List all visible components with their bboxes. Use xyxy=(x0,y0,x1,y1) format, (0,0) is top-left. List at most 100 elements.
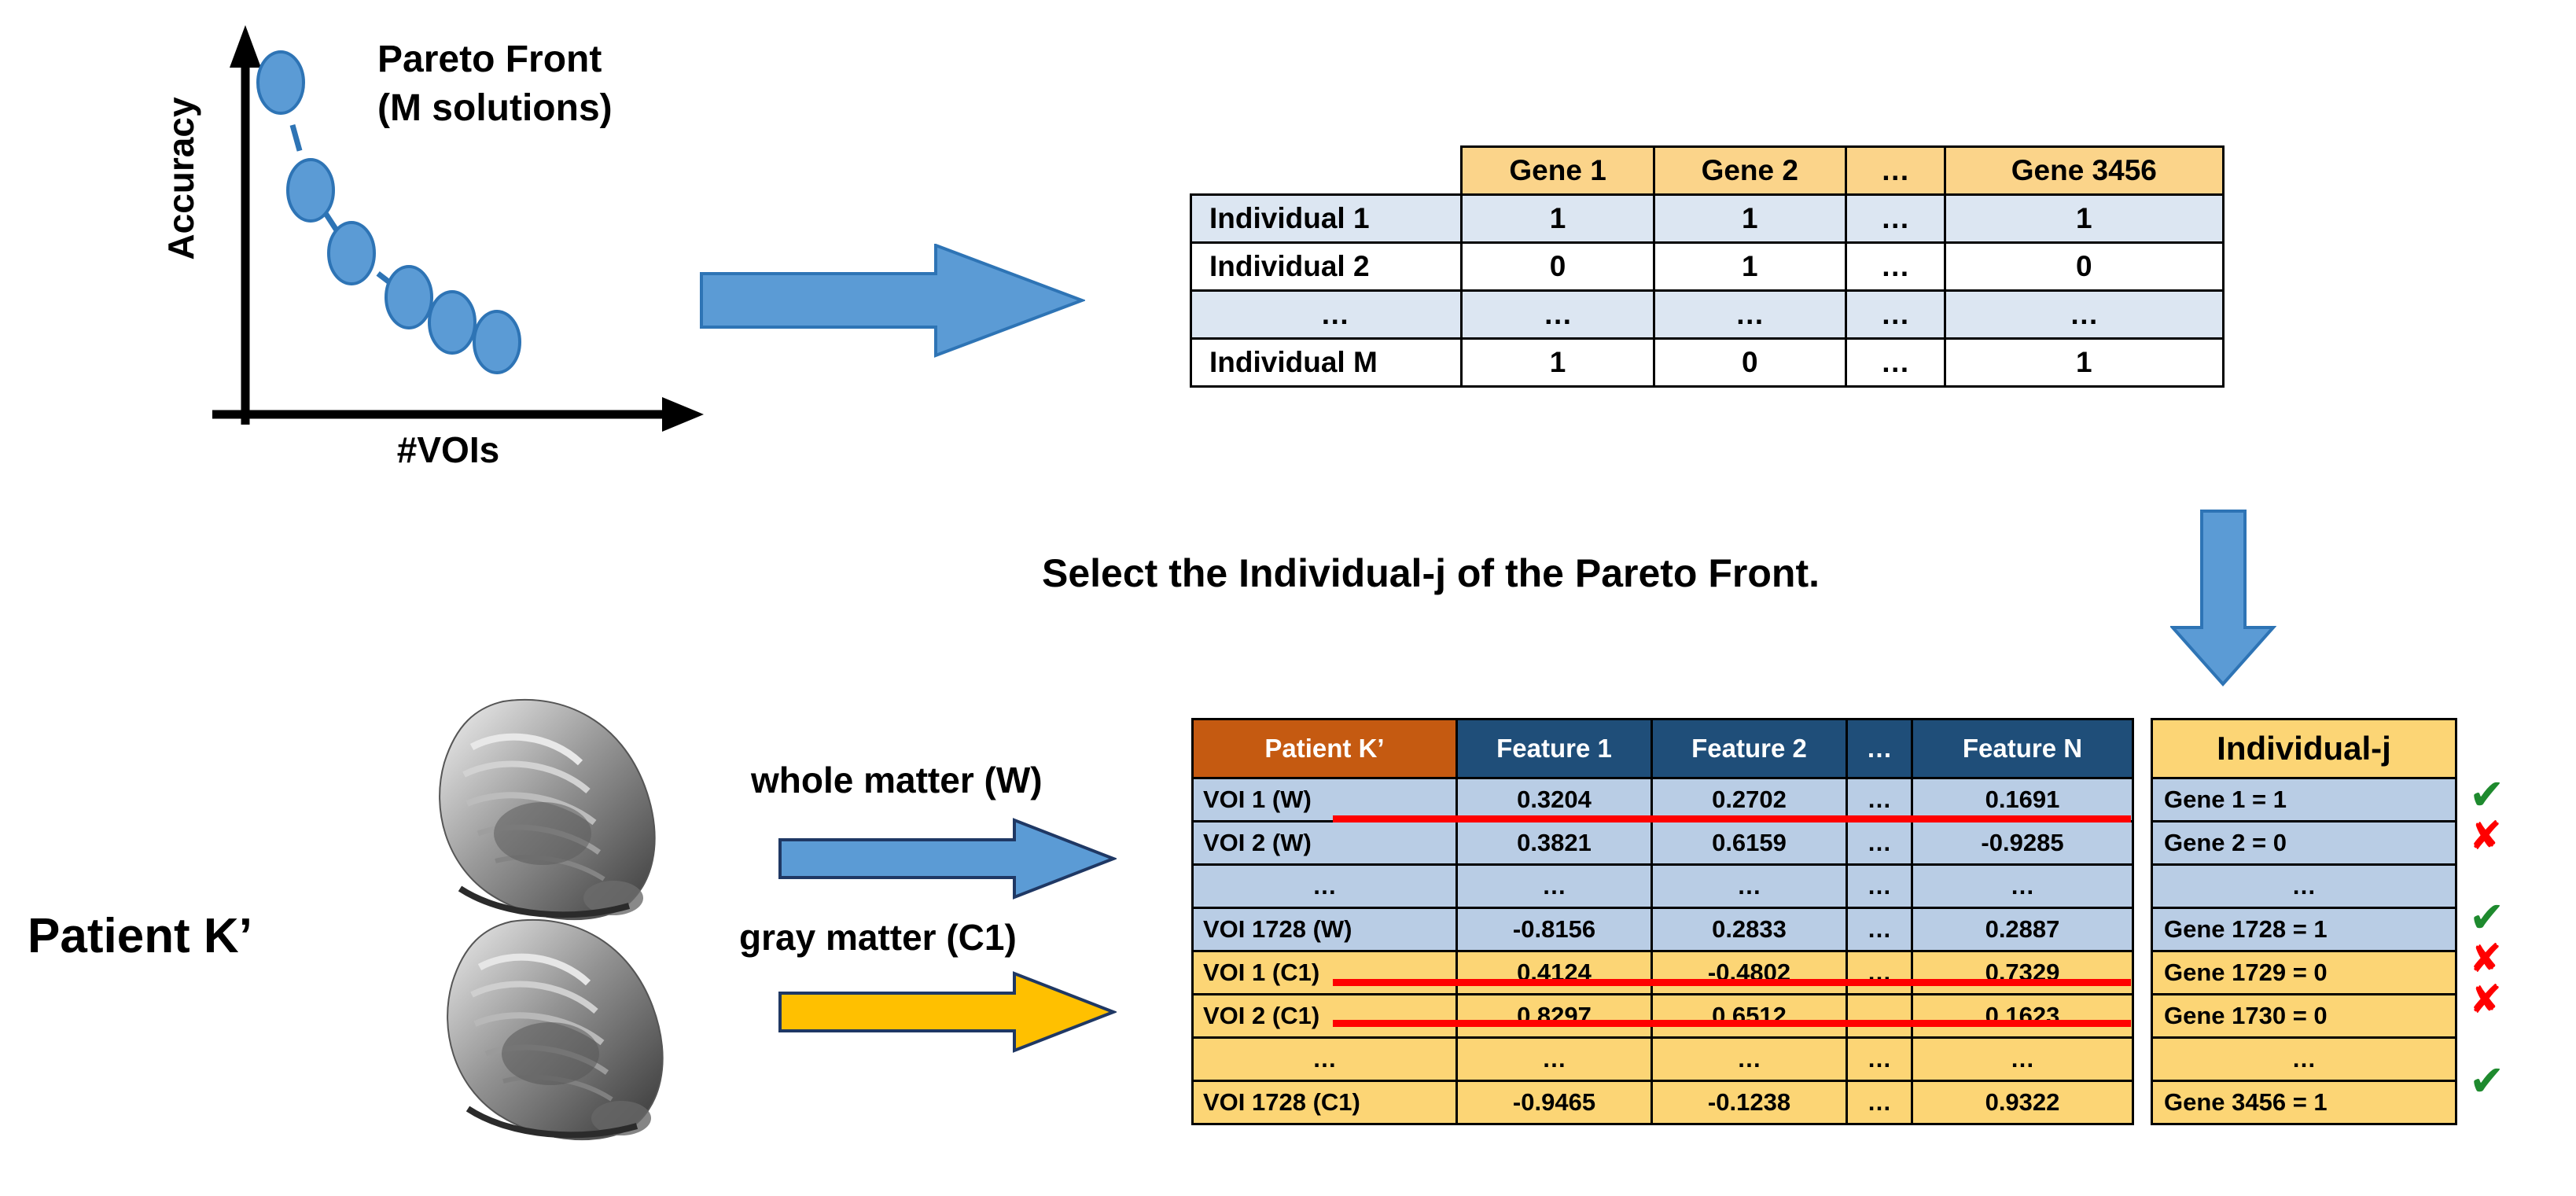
column-header: Individual-j xyxy=(2151,718,2457,779)
row-label: … xyxy=(1191,863,1458,909)
row-label: Individual M xyxy=(1189,337,1463,388)
cell-value: 0.4124 xyxy=(1455,950,1653,995)
table-row: … … … … … xyxy=(1189,289,2225,340)
check-icon: ✔ xyxy=(2469,771,2505,819)
marks-header-spacer xyxy=(2469,718,2571,775)
cell-value: … xyxy=(1911,1036,2134,1082)
cross-icon: ✘ xyxy=(2469,814,2502,858)
x-axis-label: #VOIs xyxy=(396,429,500,470)
table-header-row: Gene 1 Gene 2 … Gene 3456 xyxy=(1190,145,2225,196)
cell-value: -0.9285 xyxy=(1911,820,2134,866)
column-header: Feature 1 xyxy=(1455,718,1653,779)
cell-value: 0.2887 xyxy=(1911,907,2134,952)
pareto-plot-svg xyxy=(212,25,704,432)
gray-matter-label: gray matter (C1) xyxy=(739,917,1017,958)
row-label: VOI 1 (W) xyxy=(1191,777,1458,822)
brain-render-gray-matter xyxy=(447,918,664,1141)
gray-matter-arrow-icon xyxy=(778,971,1117,1053)
whole-matter-label: whole matter (W) xyxy=(751,760,1043,800)
cell-value: -0.8156 xyxy=(1455,907,1653,952)
gene-entry: Gene 1728 = 1 xyxy=(2151,907,2457,952)
gene-entry: Gene 1729 = 0 xyxy=(2151,950,2457,995)
cell-value: … xyxy=(1943,289,2225,340)
gene-entry: Gene 3456 = 1 xyxy=(2151,1080,2457,1125)
cell-value: 0 xyxy=(1652,337,1847,388)
select-individual-caption: Select the Individual-j of the Pareto Fr… xyxy=(1042,551,1820,595)
column-header: Feature N xyxy=(1911,718,2134,779)
column-header: Patient K’ xyxy=(1191,718,1458,779)
list-item: … xyxy=(2151,1036,2457,1082)
cross-icon: ✘ xyxy=(2469,977,2502,1021)
column-header: Feature 2 xyxy=(1650,718,1848,779)
y-axis-arrow xyxy=(230,25,261,425)
cell-value: 1 xyxy=(1460,193,1655,244)
chart-title-line-1: Pareto Front xyxy=(377,39,602,80)
cell-value: 1 xyxy=(1652,193,1847,244)
cell-value: 0.6159 xyxy=(1650,820,1848,866)
table-row: VOI 2 (W) 0.3821 0.6159 … -0.9285 xyxy=(1191,820,2134,866)
row-label: VOI 1 (C1) xyxy=(1191,950,1458,995)
cell-value: … xyxy=(1846,1036,1913,1082)
x-axis-arrow xyxy=(212,397,704,432)
gene-selection-marks: ✔ ✘ ✔ ✘ ✘ ✔ xyxy=(2469,718,2571,1102)
cell-value: 0.1623 xyxy=(1911,993,2134,1039)
cell-value: … xyxy=(1846,950,1913,995)
check-icon: ✔ xyxy=(2469,1058,2505,1105)
cell-value: -0.1238 xyxy=(1650,1080,1848,1125)
whole-matter-arrow-icon xyxy=(778,818,1117,900)
row-label: VOI 2 (W) xyxy=(1191,820,1458,866)
cell-value: … xyxy=(1455,1036,1653,1082)
pareto-point xyxy=(473,310,521,374)
column-header: … xyxy=(1846,718,1913,779)
cell-value: … xyxy=(1650,1036,1848,1082)
row-label: VOI 1728 (W) xyxy=(1191,907,1458,952)
cell-value: … xyxy=(1846,863,1913,909)
table-row: VOI 1728 (C1) -0.9465 -0.1238 … 0.9322 xyxy=(1191,1080,2134,1125)
cell-value: … xyxy=(1846,777,1913,822)
gene-entry: Gene 1730 = 0 xyxy=(2151,993,2457,1039)
cell-value: … xyxy=(1844,193,1946,244)
check-icon: ✔ xyxy=(2469,894,2505,941)
cell-value: 0.3821 xyxy=(1455,820,1653,866)
column-header: Gene 1 xyxy=(1460,145,1655,196)
list-item: Gene 3456 = 1 xyxy=(2151,1080,2457,1125)
table-header-row: Individual-j xyxy=(2151,718,2457,779)
right-arrow-icon xyxy=(700,244,1085,358)
column-header: Gene 2 xyxy=(1652,145,1847,196)
table-row: Individual 1 1 1 … 1 xyxy=(1189,193,2225,244)
table-header-row: Patient K’ Feature 1 Feature 2 … Feature… xyxy=(1191,718,2134,779)
cell-value: 0.9322 xyxy=(1911,1080,2134,1125)
row-label: Individual 2 xyxy=(1189,241,1463,292)
down-arrow-icon xyxy=(2170,510,2276,686)
list-item: … xyxy=(2151,863,2457,909)
cell-value: … xyxy=(1846,993,1913,1039)
row-label: VOI 2 (C1) xyxy=(1191,993,1458,1039)
cell-value: -0.4802 xyxy=(1650,950,1848,995)
cell-value: … xyxy=(1844,241,1946,292)
cell-value: 0.7329 xyxy=(1911,950,2134,995)
cell-value: 1 xyxy=(1460,337,1655,388)
cell-value: … xyxy=(1846,1080,1913,1125)
column-header: … xyxy=(1844,145,1946,196)
table-row: VOI 1 (C1) 0.4124 -0.4802 … 0.7329 xyxy=(1191,950,2134,995)
cell-value: 1 xyxy=(1943,193,2225,244)
strikethrough-line xyxy=(1333,1020,2131,1027)
cell-value: 1 xyxy=(1652,241,1847,292)
chart-title-line-2: (M solutions) xyxy=(377,87,613,130)
patient-label: Patient K’ xyxy=(28,909,252,963)
table-row: … … … … … xyxy=(1191,863,2134,909)
row-label: VOI 1728 (C1) xyxy=(1191,1080,1458,1125)
cell-value: … xyxy=(1844,289,1946,340)
gene-matrix-table: Gene 1 Gene 2 … Gene 3456 Individual 1 1… xyxy=(1189,145,2225,388)
no-mark-spacer xyxy=(2469,856,2571,897)
strikethrough-line xyxy=(1333,979,2131,986)
cell-value: … xyxy=(1652,289,1847,340)
strikethrough-line xyxy=(1333,815,2131,822)
pareto-front-chart: Accuracy #VOIs Pareto Front (M solutions… xyxy=(94,0,708,488)
no-mark-spacer xyxy=(2469,1020,2571,1061)
cell-value: 1 xyxy=(1943,337,2225,388)
cell-value: 0.2702 xyxy=(1650,777,1848,822)
cell-value: 0 xyxy=(1460,241,1655,292)
row-label: … xyxy=(1191,1036,1458,1082)
patient-feature-table: Patient K’ Feature 1 Feature 2 … Feature… xyxy=(1191,718,2134,1125)
